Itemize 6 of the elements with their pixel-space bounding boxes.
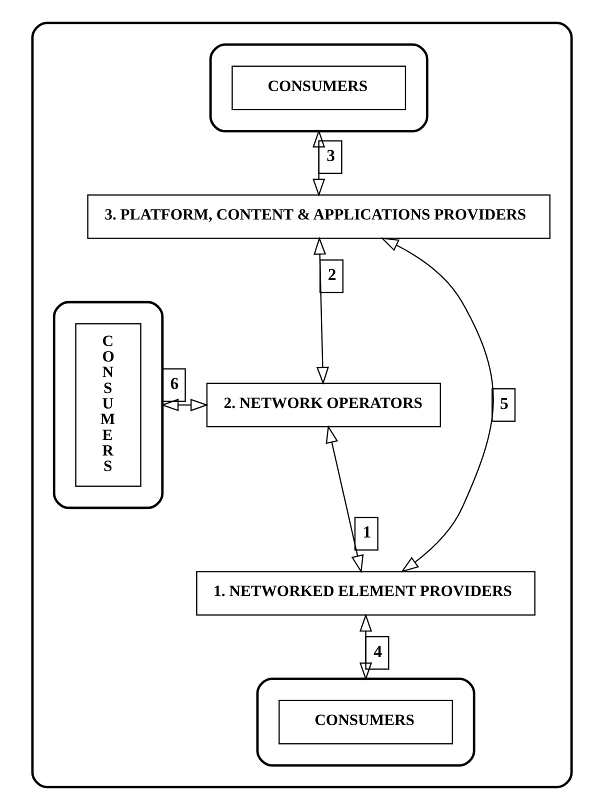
- edge-label: 6: [170, 374, 178, 393]
- edge-label: 5: [499, 394, 508, 413]
- edge-label: 3: [326, 146, 335, 165]
- edge-label: 4: [373, 642, 382, 661]
- edge-label: 2: [327, 265, 336, 284]
- edge-label: 1: [362, 522, 371, 542]
